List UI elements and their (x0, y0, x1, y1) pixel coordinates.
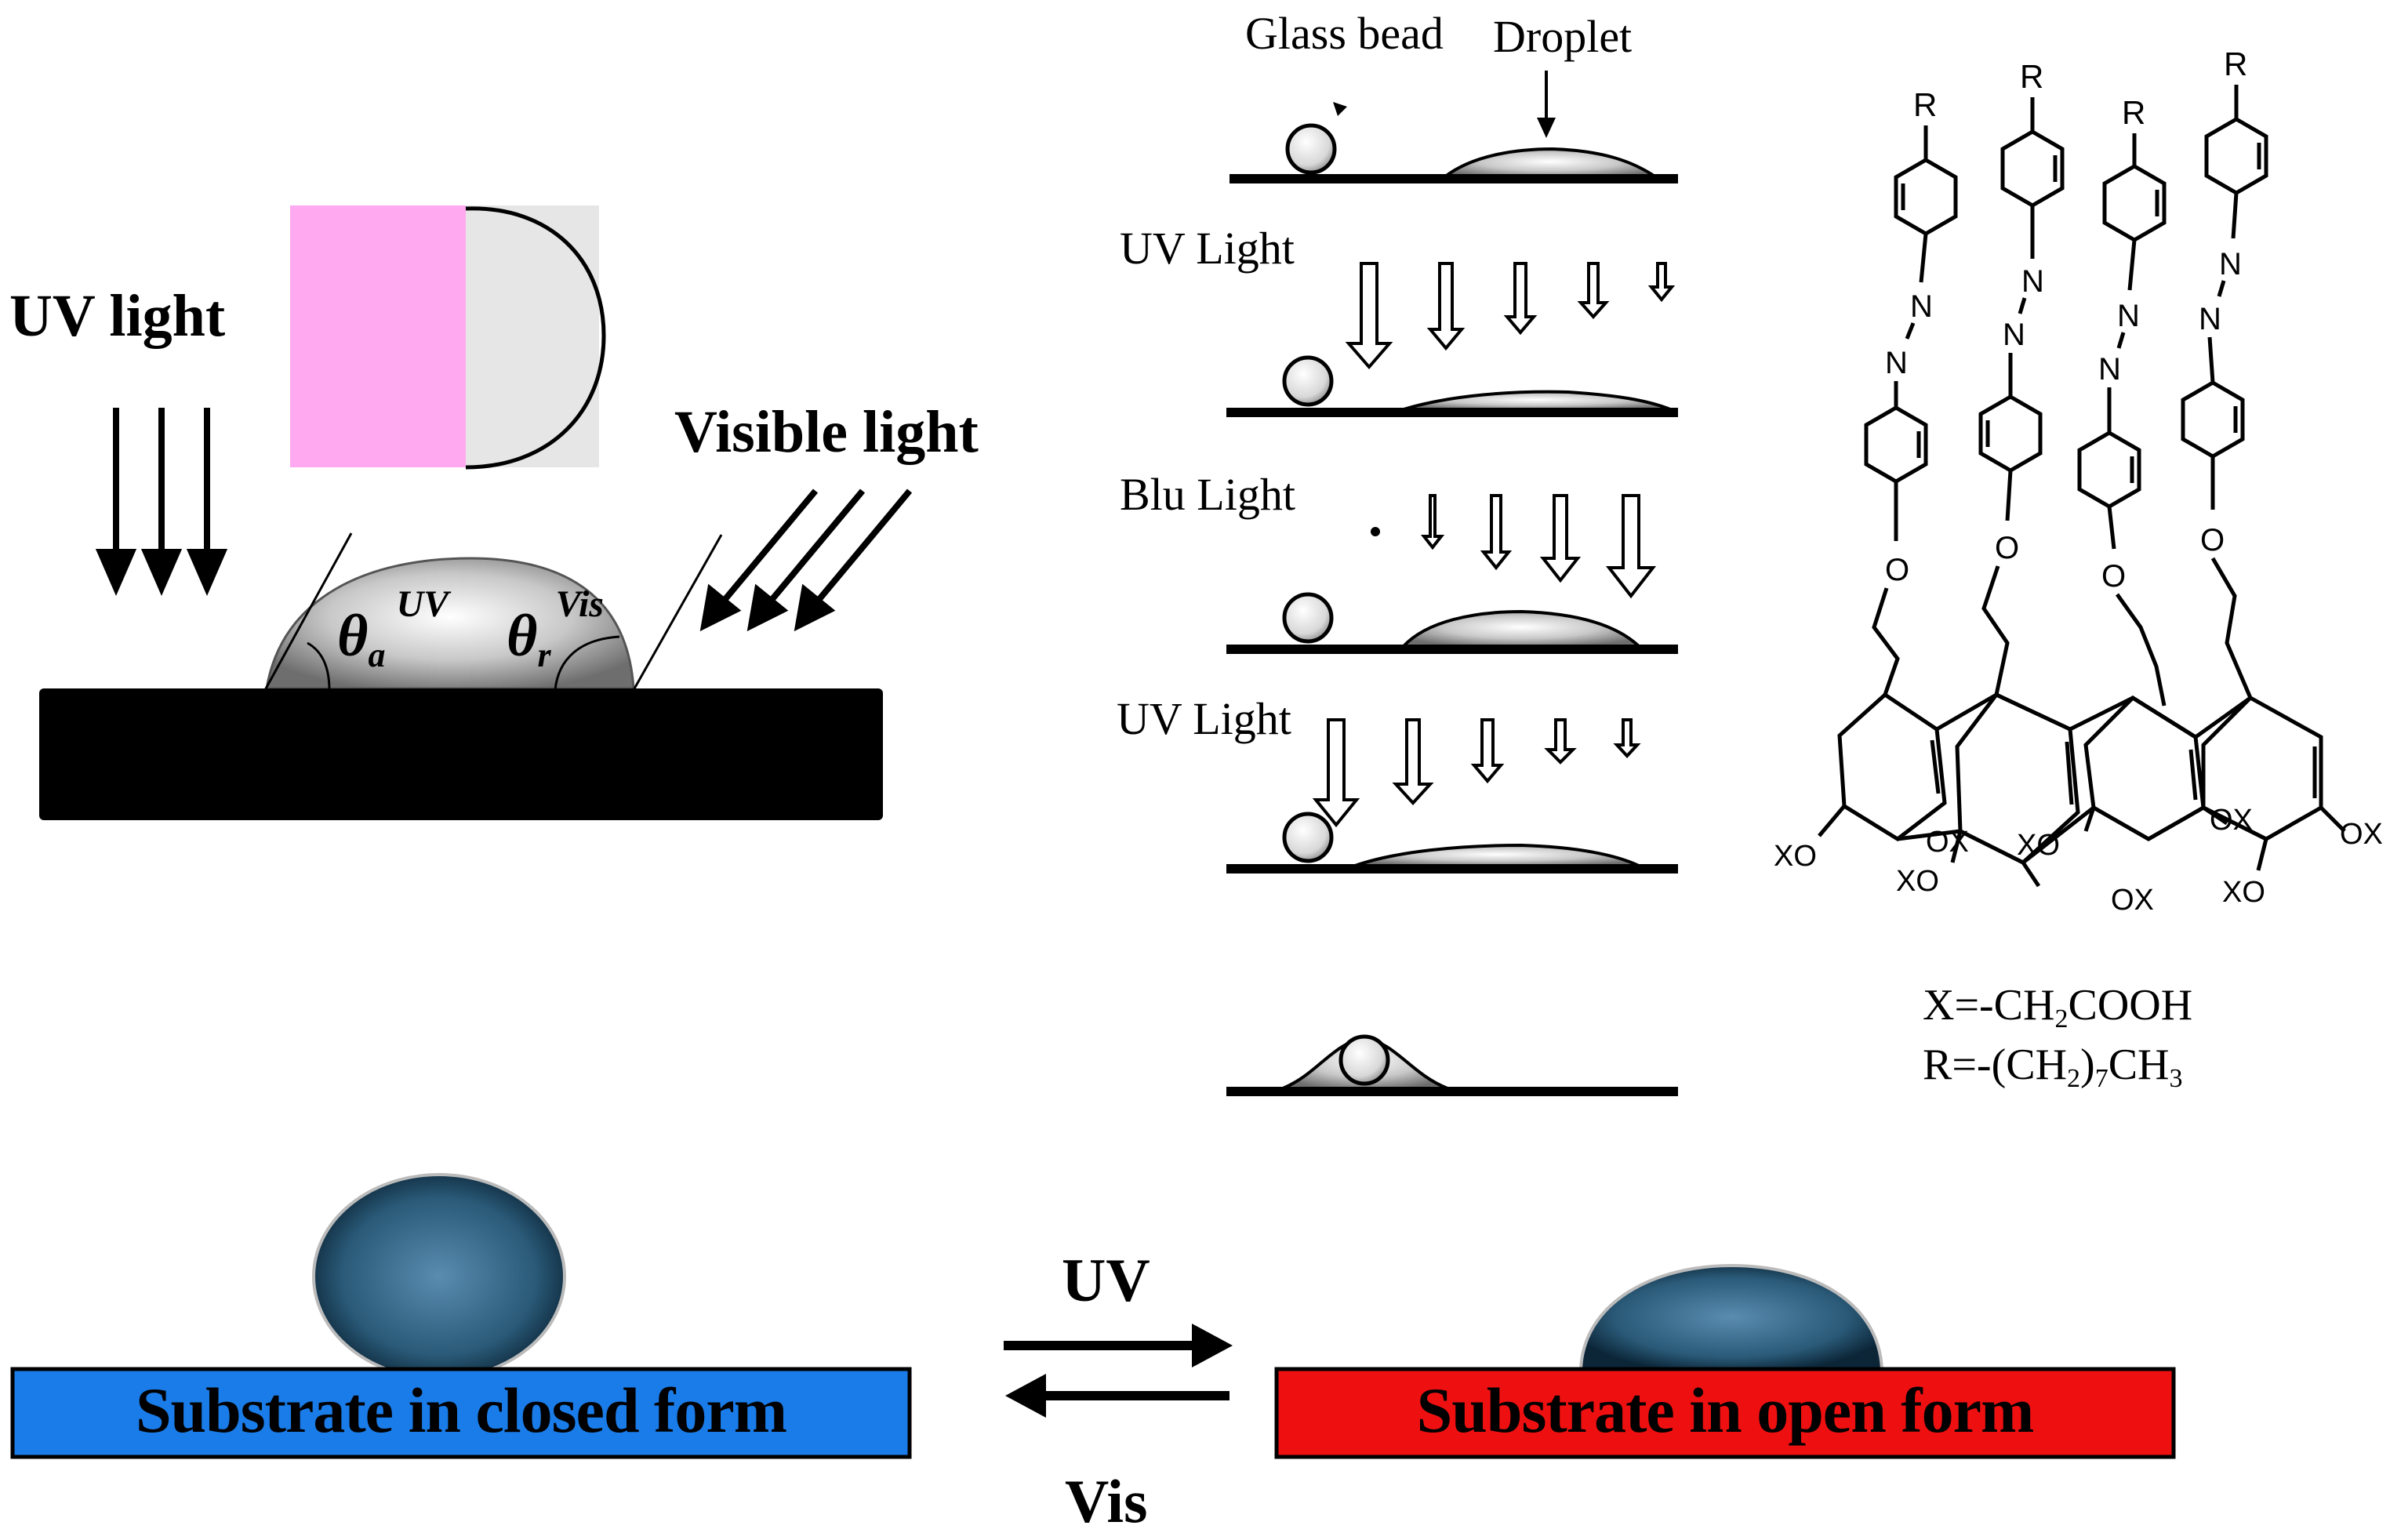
svg-text:OX: OX (2340, 818, 2383, 851)
svg-text:O: O (1885, 553, 1909, 587)
step-2-label: Blu Light (1120, 469, 1295, 520)
advancing-tangent (263, 532, 353, 691)
left-droplet (265, 557, 635, 690)
svg-text:N: N (2117, 299, 2140, 333)
azo-arm-3: R N N O (2077, 94, 2167, 706)
open-form-substrate (1274, 1367, 2176, 1459)
closed-form-text: Substrate in closed form (135, 1375, 787, 1446)
svg-text:N: N (2098, 352, 2121, 387)
svg-text:XO: XO (1896, 865, 1939, 898)
svg-text:OX: OX (2210, 804, 2253, 837)
svg-text:O: O (2200, 523, 2225, 558)
glass-bead-pointer (1333, 102, 1347, 116)
bottom-panel (10, 1173, 2176, 1459)
forward-arrow-head (1192, 1324, 1233, 1367)
drop-row-2 (1403, 390, 1671, 411)
inset-drop-outline (465, 206, 606, 470)
closed-form-drop (312, 1173, 566, 1380)
uv-light-label: UV light (9, 283, 226, 349)
svg-text:R: R (1913, 86, 1937, 123)
receding-tangent (632, 534, 723, 691)
svg-text:R: R (2122, 94, 2145, 131)
azo-arm-1: R N N O (1864, 86, 1958, 696)
visible-light-label: Visible light (674, 399, 979, 465)
right-panel-structure: R N N O R N N (1818, 45, 2346, 888)
closed-form-substrate (10, 1367, 912, 1459)
step-3-arrows (1312, 718, 1641, 828)
drop-row-1 (1440, 147, 1662, 179)
uv-arrows (95, 408, 228, 597)
svg-text:XO: XO (1774, 840, 1817, 873)
bead-row-5 (1338, 1034, 1390, 1086)
svg-text:N: N (2199, 302, 2221, 336)
svg-text:N: N (1910, 289, 1933, 324)
step-1-label: UV Light (1120, 223, 1295, 274)
reverse-vis-label: Vis (1065, 1467, 1148, 1535)
azo-arm-2: R N N O (1978, 58, 2065, 696)
bead-row-1 (1285, 123, 1337, 175)
svg-text:N: N (1885, 346, 1908, 380)
drop-row-3 (1400, 609, 1644, 648)
inset-grey-block (466, 205, 599, 467)
formula-x: X=-CH2COOH (1923, 981, 2192, 1033)
svg-text:OX: OX (2111, 884, 2154, 917)
theta-a-symbol: θaUV (337, 583, 452, 674)
open-form-text: Substrate in open form (1416, 1375, 2035, 1446)
step-3-label: UV Light (1117, 693, 1291, 744)
svg-text:N: N (2219, 247, 2242, 281)
theta-r-symbol: θrVis (507, 583, 604, 674)
bead-row-3 (1282, 592, 1334, 644)
bead-row-4 (1282, 812, 1334, 863)
formula-r: R=-(CH2)7CH3 (1923, 1041, 2182, 1093)
svg-text:N: N (2021, 264, 2044, 299)
middle-panel: Glass bead Droplet UV Light Blu Light (1117, 8, 1678, 1096)
azo-arm-4: R N N O (2181, 45, 2268, 699)
droplet-label: Droplet (1493, 11, 1632, 62)
forward-uv-label: UV (1062, 1246, 1150, 1314)
open-form-drop (1578, 1263, 1884, 1371)
visible-arrows (699, 489, 913, 632)
svg-text:OX: OX (1926, 826, 1969, 859)
bead-row-2 (1282, 355, 1334, 407)
svg-text:N: N (2003, 318, 2025, 352)
ox-labels: XO XO OX XO OX OX XO OX (1774, 804, 2383, 917)
receding-angle-arc (554, 635, 620, 691)
svg-text:R: R (2224, 45, 2247, 82)
svg-text:XO: XO (2222, 876, 2265, 909)
inset-pink-block (290, 205, 466, 467)
calixarene-core (1818, 692, 2346, 888)
svg-text:O: O (2101, 559, 2126, 594)
step-2-arrows (1371, 494, 1657, 599)
left-panel: θaUV θrVis (39, 205, 913, 820)
droplet-pointer-head (1537, 118, 1556, 138)
left-substrate (39, 688, 883, 820)
svg-text:R: R (2020, 58, 2043, 95)
svg-text:O: O (1995, 531, 2019, 565)
advancing-angle-arc (307, 641, 331, 691)
reverse-arrow-head (1005, 1374, 1046, 1418)
step-1-arrows (1345, 262, 1676, 370)
glass-bead-label: Glass bead (1245, 8, 1444, 59)
svg-text:XO: XO (2017, 829, 2060, 862)
drop-row-4 (1354, 843, 1640, 867)
